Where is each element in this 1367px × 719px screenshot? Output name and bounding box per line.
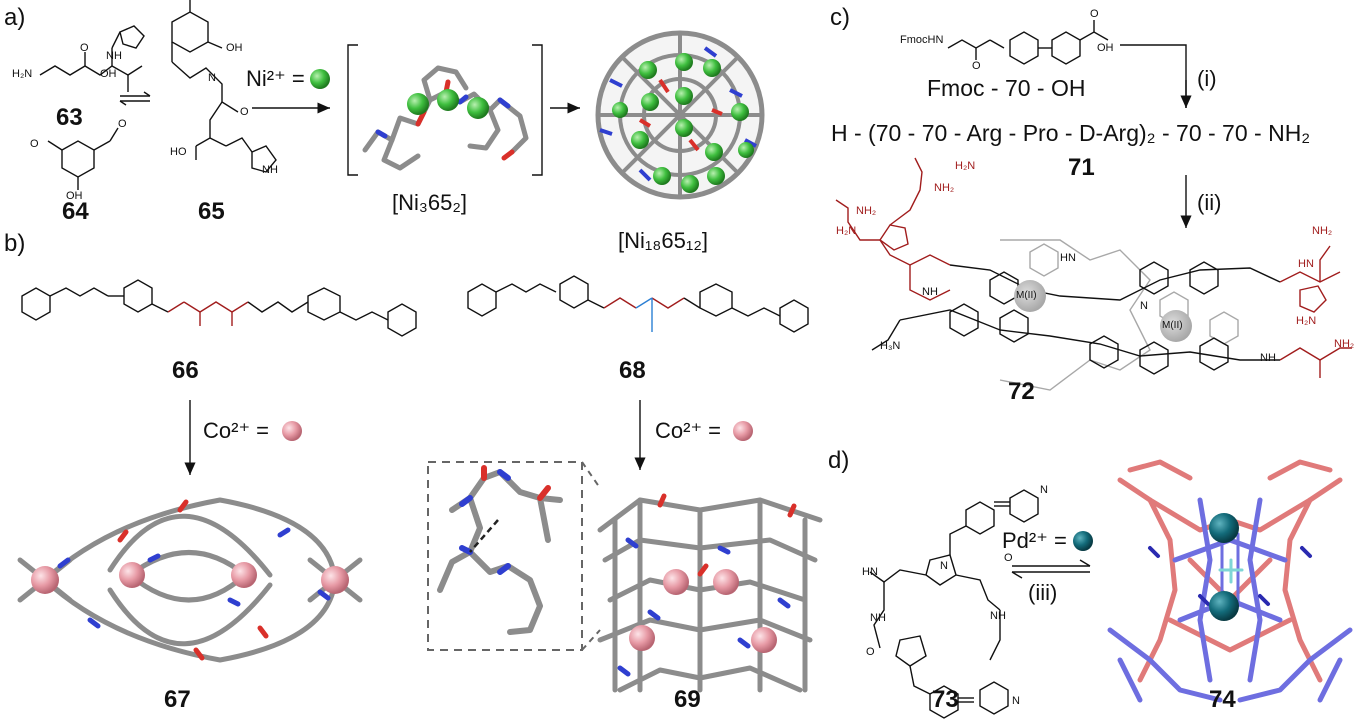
step-ii: (ii) — [1197, 190, 1222, 215]
molecule-65 — [171, 0, 277, 173]
atom-label: O — [30, 138, 39, 150]
cage-74-model — [1107, 459, 1353, 703]
atom-label: O — [240, 106, 249, 118]
co-legend-text-right: Co²⁺ = — [655, 418, 722, 443]
compound-69: 69 — [674, 686, 701, 713]
atom-label: H₃N — [880, 340, 901, 352]
peptide-sequence: H - (70 - 70 - Arg - Pro - D-Arg)₂ - 70 … — [831, 120, 1311, 146]
ni3-complex-model — [362, 65, 529, 171]
atom-label: HN — [1060, 252, 1076, 264]
atom-label: OH — [1097, 42, 1114, 54]
panel-b-structures — [21, 275, 809, 475]
atom-label: H₂N — [955, 160, 976, 172]
atom-label: N — [1040, 484, 1048, 496]
co-legend-sphere-left — [282, 421, 302, 441]
atom-label: NH — [870, 612, 886, 624]
panel-c-drawing — [947, 20, 1192, 228]
atom-label: N — [940, 560, 948, 572]
compound-68: 68 — [619, 357, 646, 384]
equilibrium-arrow — [119, 91, 151, 106]
panel-a-drawing — [39, 0, 580, 190]
atom-label: O — [1090, 8, 1099, 20]
atom-label: O — [118, 118, 127, 130]
atom-label: O — [972, 60, 981, 72]
atom-label: NH — [106, 50, 122, 62]
atom-label: NH₂ — [856, 205, 877, 217]
molecule-66 — [21, 279, 417, 337]
atom-label: N — [1012, 695, 1020, 707]
atom-label: N — [1140, 300, 1148, 312]
atom-label: O — [866, 646, 875, 658]
cage-label: [Ni₁₈65₁₂] — [618, 228, 708, 253]
molecule-63 — [39, 25, 145, 92]
molecule-68 — [467, 275, 809, 333]
ni18-cage-model — [595, 30, 765, 200]
compound-67: 67 — [164, 686, 191, 713]
atom-label: NH — [922, 286, 938, 298]
compound-63: 63 — [56, 104, 83, 131]
step-iii: (iii) — [1028, 580, 1058, 605]
atom-label: NH — [1260, 352, 1276, 364]
atom-label: N — [208, 72, 216, 84]
atom-label: O — [80, 42, 89, 54]
pd-legend-sphere — [1073, 531, 1093, 551]
co-legend-sphere-right — [733, 421, 753, 441]
building-block-label: Fmoc - 70 - OH — [927, 75, 1086, 101]
atom-label: HN — [1298, 258, 1314, 270]
intermediate-label: [Ni₃65₂] — [392, 190, 467, 215]
metal-label-1: M(II) — [1016, 290, 1037, 301]
panel-label-b: b) — [4, 230, 26, 257]
molecule-72 — [835, 157, 1352, 391]
step-i: (i) — [1197, 66, 1217, 91]
compound-71: 71 — [1068, 154, 1095, 181]
co-legend-text-left: Co²⁺ = — [203, 418, 270, 443]
atom-label: HO — [170, 146, 187, 158]
atom-label: OH — [226, 42, 243, 54]
atom-label: H₂N — [1296, 315, 1317, 327]
atom-label: H₂N — [12, 68, 33, 80]
cage-67-model — [17, 497, 363, 663]
ni-legend-text: Ni²⁺ = — [246, 66, 305, 91]
cage-69-inset — [427, 461, 601, 651]
atom-label: OH — [100, 68, 117, 80]
panel-label-a: a) — [4, 4, 26, 31]
molecule-64 — [47, 127, 119, 190]
atom-label: NH₂ — [1334, 338, 1355, 350]
pd-legend-text: Pd²⁺ = — [1002, 528, 1067, 553]
atom-label: HN — [862, 566, 878, 578]
panel-d-drawing — [869, 489, 1091, 719]
compound-65: 65 — [198, 198, 225, 225]
compound-66: 66 — [172, 357, 199, 384]
cage-69-model — [597, 493, 823, 693]
atom-label: NH — [262, 164, 278, 176]
compound-72: 72 — [1008, 378, 1035, 405]
ni-legend-sphere — [310, 69, 330, 89]
atom-label: NH — [990, 610, 1006, 622]
panel-label-d: d) — [828, 447, 850, 474]
molecule-73 — [869, 489, 1039, 719]
atom-label: NH₂ — [934, 182, 955, 194]
atom-label: H₂N — [836, 225, 857, 237]
molecule-fmoc-70 — [947, 20, 1109, 65]
fmoc-label: FmocHN — [900, 34, 944, 46]
atom-label: NH₂ — [1312, 225, 1333, 237]
compound-74: 74 — [1209, 686, 1236, 713]
atom-label: O — [1004, 552, 1013, 564]
compound-64: 64 — [62, 198, 89, 225]
panel-label-c: c) — [830, 4, 850, 31]
atom-label: OH — [66, 190, 83, 202]
compound-73: 73 — [932, 686, 959, 713]
metal-label-2: M(II) — [1162, 320, 1183, 331]
